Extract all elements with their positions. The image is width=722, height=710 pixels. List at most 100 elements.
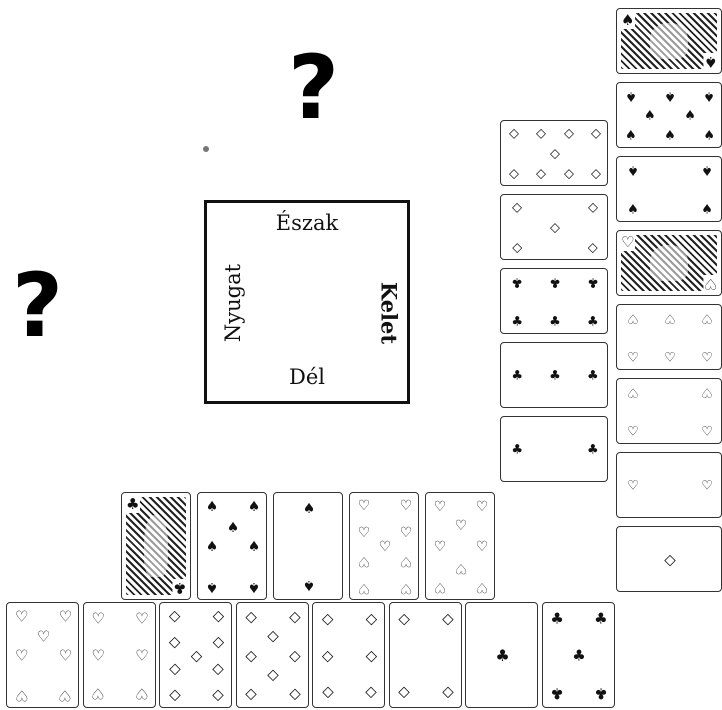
club-icon: ♣ xyxy=(587,370,599,383)
diamond-icon: ◇ xyxy=(213,689,225,704)
card-clubs-A: ♣ xyxy=(465,602,538,708)
diamond-icon: ◇ xyxy=(588,241,598,254)
card-spades-7: ♠♠♠♠♠♠♠ xyxy=(197,492,267,600)
heart-icon: ♡ xyxy=(379,540,392,554)
diamond-icon: ◇ xyxy=(442,611,454,626)
diamond-icon: ◇ xyxy=(550,222,560,235)
diamond-icon: ◇ xyxy=(536,167,546,180)
diamond-icon: ◇ xyxy=(322,686,334,701)
diamond-icon: ◇ xyxy=(398,611,410,626)
diamond-icon: ◇ xyxy=(366,649,378,664)
diamond-icon: ◇ xyxy=(213,608,225,623)
spade-icon: ♠ xyxy=(303,502,316,516)
spade-icon: ♠ xyxy=(248,580,261,594)
diamond-icon: ◇ xyxy=(591,128,601,141)
diamond-icon: ◇ xyxy=(267,628,279,643)
club-icon: ♣ xyxy=(511,315,523,328)
spade-icon: ♠ xyxy=(227,521,240,535)
heart-icon: ♡ xyxy=(701,351,713,364)
card-hearts-9: ♡♡♡♡♡♡♡♡♡ xyxy=(349,492,419,600)
diamond-icon: ◇ xyxy=(366,686,378,701)
heart-icon: ♡ xyxy=(59,688,72,703)
heart-icon: ♡ xyxy=(455,519,468,533)
diamond-icon: ◇ xyxy=(213,635,225,650)
heart-icon: ♡ xyxy=(91,611,104,626)
heart-icon: ♡ xyxy=(627,386,639,399)
heart-icon: ♡ xyxy=(135,649,148,664)
diamond-icon: ◇ xyxy=(191,649,203,664)
compass-box: Észak Nyugat Kelet Dél xyxy=(204,200,410,404)
spade-icon: ♠ xyxy=(703,129,715,142)
spade-icon: ♠ xyxy=(627,164,639,177)
heart-icon: ♡ xyxy=(358,499,371,513)
diamond-icon: ◇ xyxy=(322,611,334,626)
diamond-icon: ◇ xyxy=(169,635,181,650)
card-diamonds-9: ◇◇◇◇◇◇◇◇◇ xyxy=(500,120,608,186)
heart-icon: ♡ xyxy=(135,686,148,701)
heart-icon: ♡ xyxy=(434,500,447,514)
diamond-icon: ◇ xyxy=(322,649,334,664)
card-hearts-6: ♡♡♡♡♡♡ xyxy=(83,602,156,708)
heart-icon: ♡ xyxy=(664,312,676,325)
club-icon: ♣ xyxy=(125,496,140,513)
card-diamonds-6: ◇ ◇ ◇ ◇ ◇ ◇ xyxy=(312,602,385,708)
spade-icon: ♠ xyxy=(625,129,637,142)
card-diamonds-4: ◇◇◇◇ xyxy=(389,602,462,708)
card-clubs-6: ♣♣♣♣♣♣ xyxy=(500,268,608,334)
diamond-icon: ◇ xyxy=(267,669,279,684)
diamond-icon: ◇ xyxy=(588,202,598,215)
club-icon: ♣ xyxy=(549,276,561,289)
card-clubs-5: ♣♣♣♣♣ xyxy=(542,602,615,708)
diamond-icon: ◇ xyxy=(289,649,301,664)
card-spades-face: ♠♠ xyxy=(616,8,722,74)
spade-icon: ♠ xyxy=(627,203,639,216)
diamond-icon: ◇ xyxy=(398,686,410,701)
club-icon: ♣ xyxy=(587,276,599,289)
diamond-icon: ◇ xyxy=(512,241,522,254)
spade-icon: ♠ xyxy=(703,90,715,103)
spade-icon: ♠ xyxy=(206,580,219,594)
card-hearts-8: ♡♡♡♡♡♡♡♡ xyxy=(425,492,495,600)
diamond-icon: ◇ xyxy=(245,649,257,664)
heart-icon: ♡ xyxy=(434,580,447,594)
heart-icon: ♡ xyxy=(434,540,447,554)
club-icon: ♣ xyxy=(587,444,599,457)
heart-icon: ♡ xyxy=(37,629,50,644)
west-label: Nyugat xyxy=(221,264,245,342)
club-icon: ♣ xyxy=(172,579,187,596)
diamond-icon: ◇ xyxy=(366,611,378,626)
heart-icon: ♡ xyxy=(91,686,104,701)
heart-icon: ♡ xyxy=(400,526,413,540)
card-hearts-6: ♡♡♡♡♡♡ xyxy=(616,304,722,370)
spade-icon: ♠ xyxy=(206,540,219,554)
spade-icon: ♠ xyxy=(620,12,635,29)
card-hearts-7: ♡♡♡♡♡♡♡ xyxy=(6,602,79,708)
heart-icon: ♡ xyxy=(476,500,489,514)
card-spades-8: ♠♠♠♠♠♠♠♠ xyxy=(616,82,722,148)
heart-icon: ♡ xyxy=(701,480,713,493)
diamond-icon: ◇ xyxy=(591,167,601,180)
heart-icon: ♡ xyxy=(59,609,72,624)
card-clubs-3: ♣♣♣ xyxy=(500,342,608,408)
south-label: Dél xyxy=(207,365,407,389)
spade-icon: ♠ xyxy=(303,578,316,592)
card-diamonds-5: ◇◇◇◇◇ xyxy=(500,194,608,260)
spade-icon: ♠ xyxy=(644,110,656,123)
diamond-icon: ◇ xyxy=(509,167,519,180)
diamond-icon: ◇ xyxy=(536,128,546,141)
heart-icon: ♡ xyxy=(701,386,713,399)
diamond-icon: ◇ xyxy=(213,662,225,677)
heart-icon: ♡ xyxy=(620,234,635,251)
club-icon: ♣ xyxy=(594,611,607,626)
heart-icon: ♡ xyxy=(476,540,489,554)
card-spades-2: ♠♠ xyxy=(273,492,343,600)
heart-icon: ♡ xyxy=(476,580,489,594)
east-label: Kelet xyxy=(377,282,402,344)
club-icon: ♣ xyxy=(495,648,509,664)
heart-icon: ♡ xyxy=(627,480,639,493)
diamond-icon: ◇ xyxy=(289,688,301,703)
diamond-icon: ◇ xyxy=(509,128,519,141)
heart-icon: ♡ xyxy=(400,499,413,513)
club-icon: ♣ xyxy=(511,444,523,457)
diamond-icon: ◇ xyxy=(169,689,181,704)
